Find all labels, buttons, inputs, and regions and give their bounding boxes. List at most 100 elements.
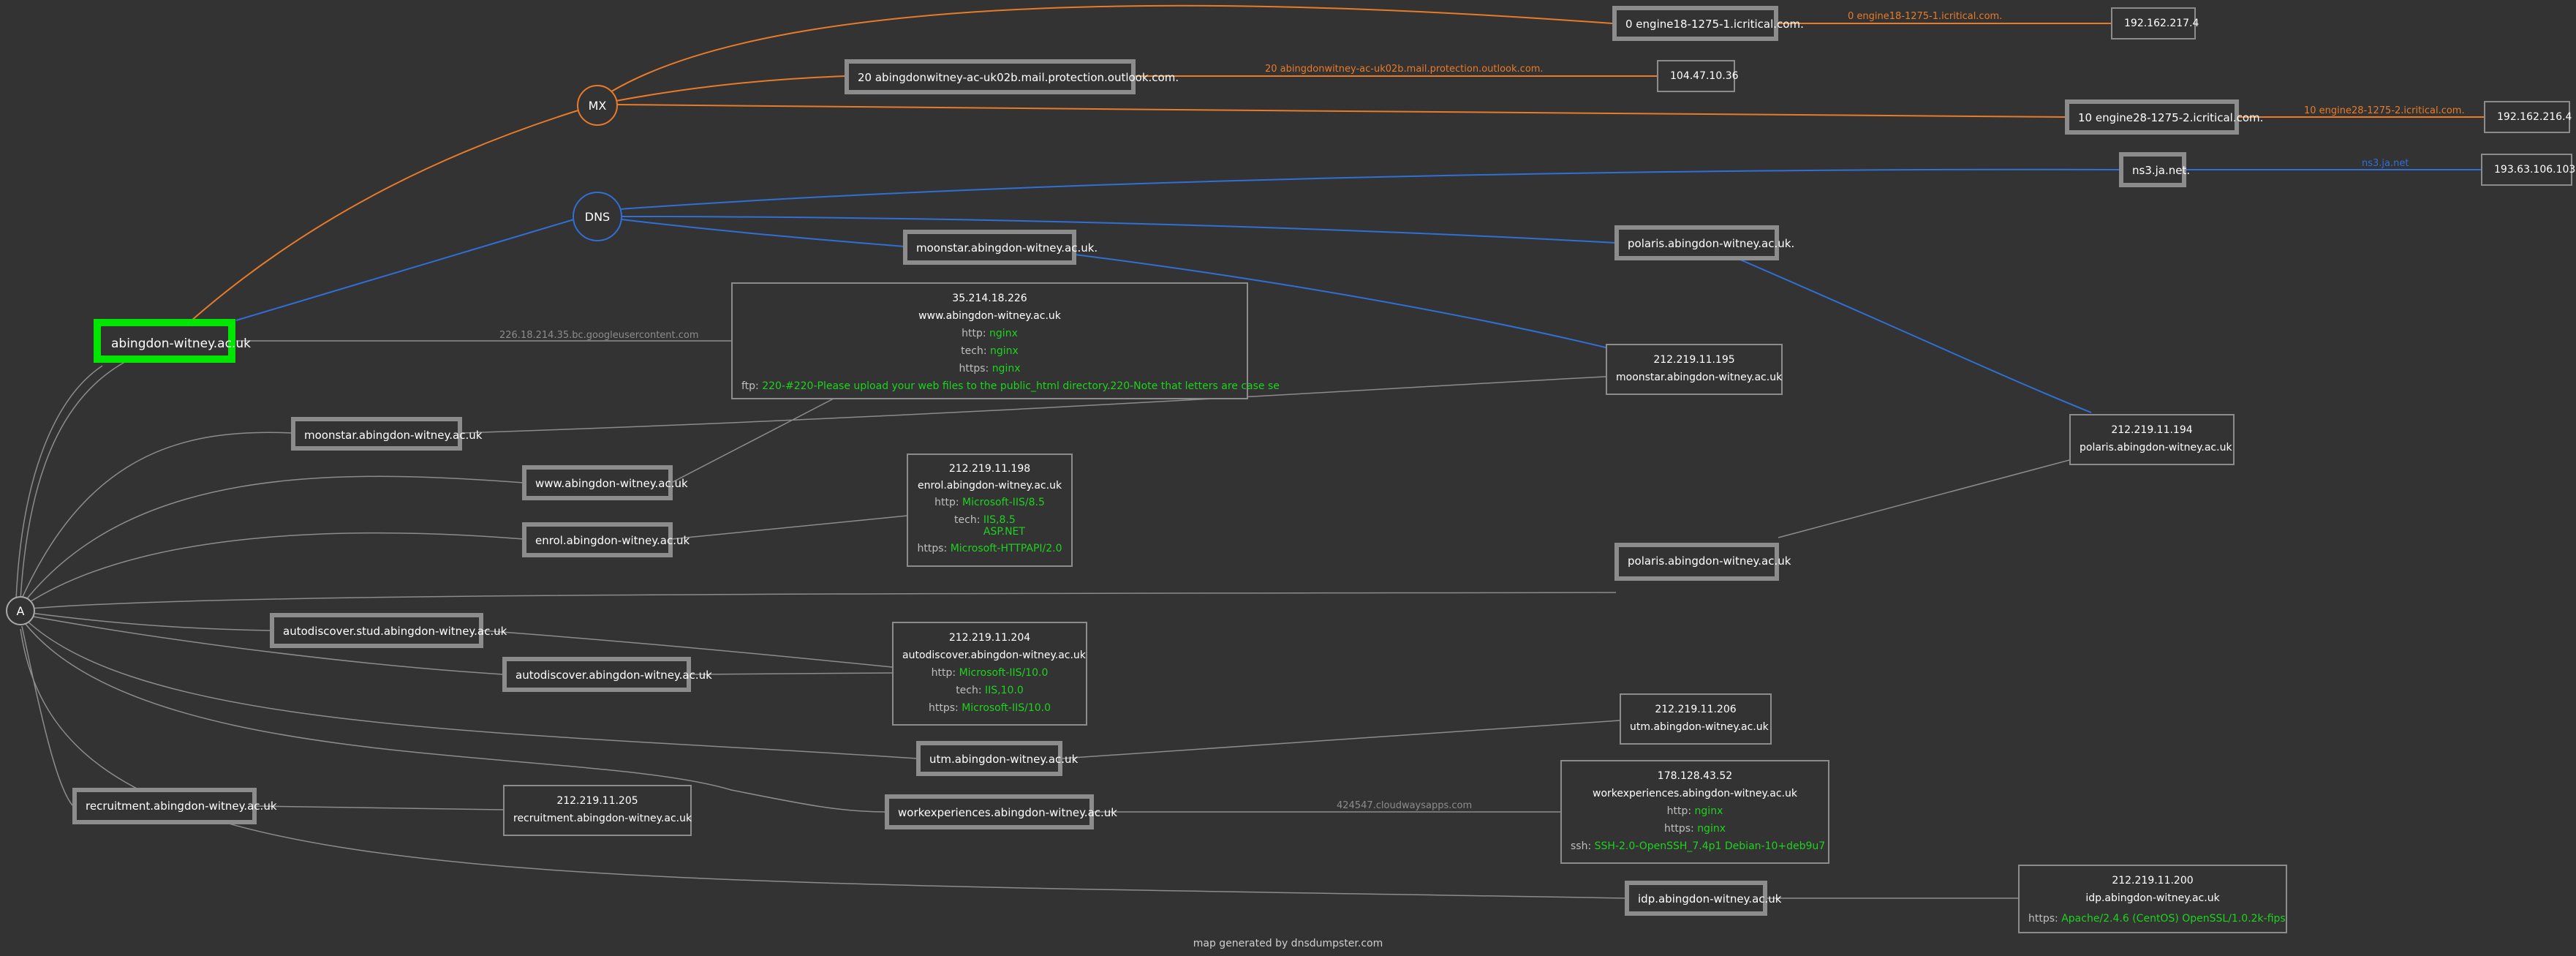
mx-host-label: 20 abingdonwitney-ac-uk02b.mail.protecti…	[858, 71, 1179, 84]
a-host-label: utm.abingdon-witney.ac.uk	[929, 753, 1079, 766]
a-record-node[interactable]: A	[6, 596, 35, 625]
a-host-label: polaris.abingdon-witney.ac.uk	[1628, 554, 1791, 568]
server-www[interactable]: 35.214.18.226 www.abingdon-witney.ac.uk …	[731, 282, 1280, 399]
mx-host-engine28[interactable]: 10 engine28-1275-2.icritical.com.	[2065, 99, 2263, 135]
edge-moonstar-ip2	[461, 376, 1606, 434]
edge-label-engine28: 10 engine28-1275-2.icritical.com.	[2304, 105, 2465, 116]
edge-utm-ip	[1061, 720, 1620, 759]
dns-host-label: ns3.ja.net.	[2132, 164, 2191, 177]
service-key: https:	[2028, 913, 2058, 925]
a-host-workexperiences[interactable]: workexperiences.abingdon-witney.ac.uk	[885, 794, 1117, 829]
server-host: workexperiences.abingdon-witney.ac.uk	[1593, 788, 1797, 799]
server-ip: 212.219.11.200	[2112, 875, 2194, 887]
service-key: tech:	[956, 685, 982, 696]
a-host-label: workexperiences.abingdon-witney.ac.uk	[898, 806, 1117, 819]
edge-recruit-ip	[255, 805, 504, 810]
service-key: ssh:	[1571, 840, 1592, 852]
mx-host-engine18[interactable]: 0 engine18-1275-1.icritical.com.	[1612, 6, 1804, 41]
service-value: nginx	[992, 363, 1021, 375]
mx-label: MX	[588, 98, 607, 113]
edge-mx-engine28	[616, 104, 2067, 118]
a-host-idp[interactable]: idp.abingdon-witney.ac.uk	[1625, 881, 1781, 916]
server-ip: 35.214.18.226	[952, 293, 1027, 304]
mx-host-outlook[interactable]: 20 abingdonwitney-ac-uk02b.mail.protecti…	[845, 59, 1179, 94]
edge-a-enrol	[26, 532, 524, 605]
edge-a-autodisc-stud	[30, 612, 271, 631]
dns-host-polaris[interactable]: polaris.abingdon-witney.ac.uk.	[1614, 225, 1794, 260]
ip-node-outlook[interactable]: 104.47.10.36	[1657, 60, 1739, 92]
service-key: https:	[959, 363, 989, 375]
a-host-recruitment[interactable]: recruitment.abingdon-witney.ac.uk	[72, 788, 277, 824]
service-value: nginx	[990, 345, 1019, 357]
a-host-polaris[interactable]: polaris.abingdon-witney.ac.uk	[1614, 543, 1791, 581]
server-moonstar[interactable]: 212.219.11.195 moonstar.abingdon-witney.…	[1606, 344, 1783, 395]
edge-polaris-ip2	[1778, 459, 2070, 538]
edge-mx-engine18	[605, 4, 1613, 96]
server-ip: 212.219.11.204	[948, 632, 1031, 644]
a-host-utm[interactable]: utm.abingdon-witney.ac.uk	[916, 741, 1078, 776]
edge-a-idp	[20, 628, 1627, 899]
server-autodiscover[interactable]: 212.219.11.204 autodiscover.abingdon-wit…	[892, 622, 1087, 726]
footer-credit: map generated by dnsdumpster.com	[1193, 938, 1383, 949]
a-host-label: recruitment.abingdon-witney.ac.uk	[86, 799, 277, 813]
server-host: idp.abingdon-witney.ac.uk	[2085, 892, 2220, 904]
service-value: 220-#220-Please upload your web files to…	[762, 380, 1280, 392]
service-key: http:	[931, 667, 956, 679]
a-host-www[interactable]: www.abingdon-witney.ac.uk	[522, 465, 688, 500]
ip-node-engine28[interactable]: 192.162.216.4	[2484, 101, 2572, 133]
edge-a-autodisc	[29, 615, 504, 675]
edge-a-utm	[26, 620, 918, 759]
root-domain-node[interactable]: abingdon-witney.ac.uk	[94, 319, 251, 363]
server-workexperiences[interactable]: 178.128.43.52 workexperiences.abingdon-w…	[1560, 760, 1829, 864]
edge-moonstar-ip	[1074, 254, 1609, 349]
mx-host-label: 0 engine18-1275-1.icritical.com.	[1625, 18, 1804, 31]
server-ip: 212.219.11.198	[948, 463, 1031, 475]
edge-root-mx	[191, 108, 586, 321]
edge-label-outlook: 20 abingdonwitney-ac-uk02b.mail.protecti…	[1265, 64, 1544, 75]
server-host: utm.abingdon-witney.ac.uk	[1630, 721, 1769, 733]
service-key: https:	[1663, 823, 1694, 835]
dns-host-ns3[interactable]: ns3.ja.net.	[2119, 152, 2190, 187]
edge-label-engine18: 0 engine18-1275-1.icritical.com.	[1848, 11, 2003, 22]
dns-host-label: moonstar.abingdon-witney.ac.uk.	[916, 241, 1098, 255]
server-ip: 212.219.11.206	[1655, 704, 1737, 715]
edge-dns-polaris	[621, 216, 1617, 244]
ip-node-ns3[interactable]: 193.63.106.103	[2481, 154, 2575, 186]
dns-host-label: polaris.abingdon-witney.ac.uk.	[1628, 237, 1795, 250]
service-key: http:	[1666, 805, 1692, 817]
edge-a-root1	[20, 358, 132, 601]
service-value: Apache/2.4.6 (CentOS) OpenSSL/1.0.2k-fip…	[2061, 913, 2286, 925]
dns-record-node[interactable]: DNS	[573, 192, 622, 241]
a-label: A	[16, 603, 25, 618]
service-value: IIS,8.5	[983, 514, 1016, 526]
ip-node-engine18[interactable]: 192.162.217.4	[2111, 7, 2199, 39]
service-value: Microsoft-IIS/10.0	[962, 702, 1051, 714]
edge-a-root2	[15, 365, 103, 601]
server-utm[interactable]: 212.219.11.206 utm.abingdon-witney.ac.uk	[1620, 693, 1772, 745]
server-host: moonstar.abingdon-witney.ac.uk	[1616, 372, 1783, 383]
ip-address: 192.162.217.4	[2124, 18, 2199, 29]
dns-label: DNS	[584, 209, 611, 224]
server-ip: 178.128.43.52	[1657, 770, 1733, 782]
server-host: polaris.abingdon-witney.ac.uk	[2080, 442, 2232, 453]
server-idp[interactable]: 212.219.11.200 idp.abingdon-witney.ac.uk…	[2018, 865, 2287, 933]
a-host-label: autodiscover.stud.abingdon-witney.ac.uk	[283, 625, 507, 638]
server-polaris[interactable]: 212.219.11.194 polaris.abingdon-witney.a…	[2069, 414, 2235, 465]
server-ip: 212.219.11.194	[2111, 424, 2193, 436]
server-enrol[interactable]: 212.219.11.198 enrol.abingdon-witney.ac.…	[907, 453, 1073, 567]
edge-a-www	[24, 475, 524, 602]
a-host-autodiscover-stud[interactable]: autodiscover.stud.abingdon-witney.ac.uk	[270, 613, 507, 648]
edge-polaris-ip	[1740, 259, 2092, 413]
a-host-enrol[interactable]: enrol.abingdon-witney.ac.uk	[522, 522, 690, 557]
a-host-autodiscover[interactable]: autodiscover.abingdon-witney.ac.uk	[502, 657, 712, 692]
server-recruitment[interactable]: 212.219.11.205 recruitment.abingdon-witn…	[503, 785, 692, 836]
a-host-moonstar[interactable]: moonstar.abingdon-witney.ac.uk	[291, 417, 482, 451]
dns-host-moonstar[interactable]: moonstar.abingdon-witney.ac.uk.	[903, 230, 1098, 265]
edge-autodisc-ip	[690, 672, 893, 675]
service-key: https:	[929, 702, 959, 714]
server-host: enrol.abingdon-witney.ac.uk	[917, 480, 1062, 492]
edge-label-googleusercontent: 226.18.214.35.bc.googleusercontent.com	[499, 330, 699, 341]
mx-record-node[interactable]: MX	[577, 85, 618, 126]
service-value: Microsoft-IIS/8.5	[962, 497, 1045, 508]
